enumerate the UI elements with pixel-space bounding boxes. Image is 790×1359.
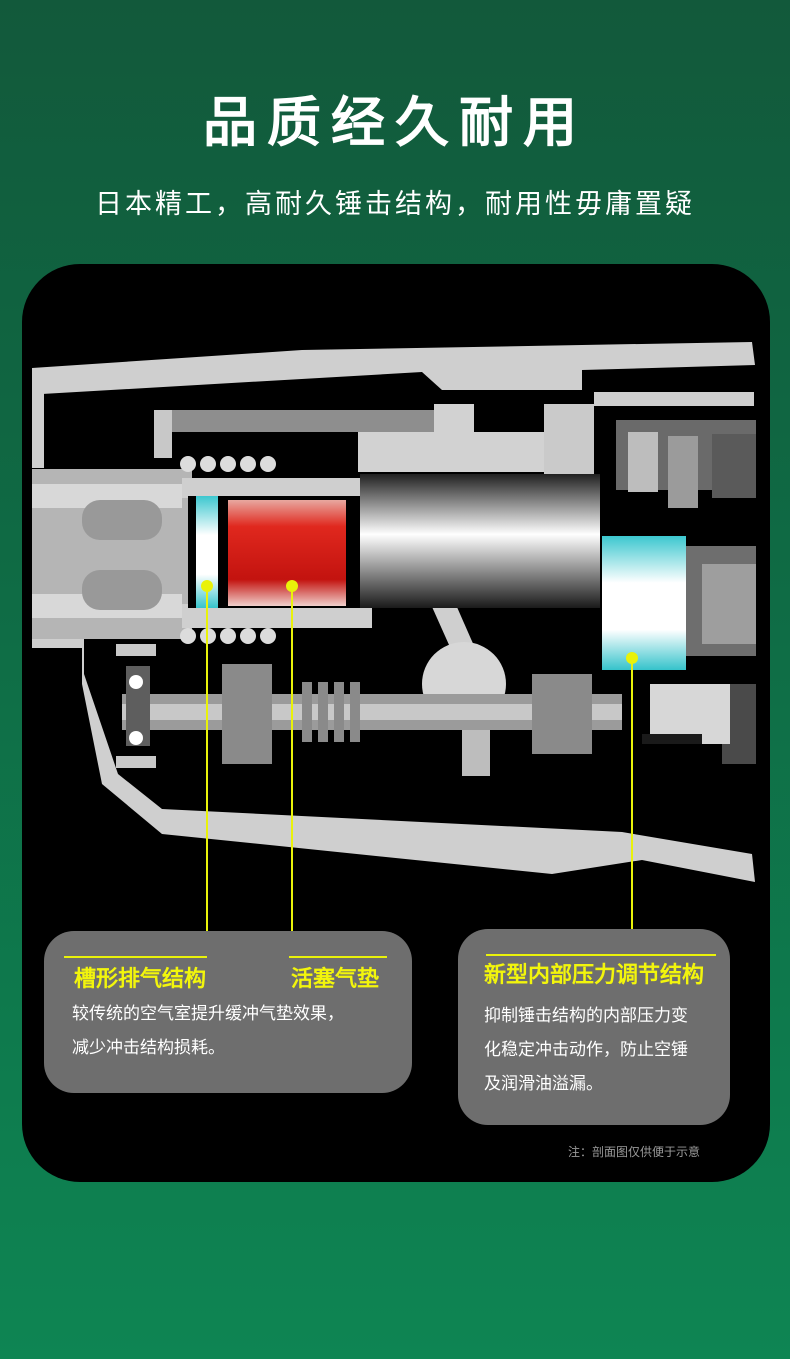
callout-right-line1: 抑制锤击结构的内部压力变	[484, 1006, 688, 1026]
callout-left-line1: 较传统的空气室提升缓冲气垫效果，	[72, 1004, 344, 1024]
callout-right-line3: 及润滑油溢漏。	[484, 1074, 603, 1094]
callout-slot-exhaust-piston-cushion: 槽形排气结构 活塞气垫 较传统的空气室提升缓冲气垫效果， 减少冲击结构损耗。	[44, 931, 412, 1093]
cross-section-panel: 槽形排气结构 活塞气垫 较传统的空气室提升缓冲气垫效果， 减少冲击结构损耗。 新…	[22, 264, 770, 1182]
callout-left-line2: 减少冲击结构损耗。	[72, 1038, 225, 1058]
hammer-cross-section-diagram	[32, 342, 756, 882]
page-title: 品质经久耐用	[203, 91, 587, 154]
pressure-regulation-label: 新型内部压力调节结构	[484, 963, 705, 988]
callout-right-line2: 化稳定冲击动作，防止空锤	[484, 1040, 688, 1060]
slot-exhaust-label: 槽形排气结构	[74, 967, 207, 992]
piston-cushion-label: 活塞气垫	[291, 967, 380, 992]
label-underline	[486, 954, 716, 956]
label-underline	[289, 956, 387, 958]
callout-pointer-lines	[201, 580, 638, 957]
label-underline	[64, 956, 207, 958]
diagram-note: 注：剖面图仅供便于示意	[567, 1145, 700, 1159]
page-subtitle: 日本精工，高耐久锤击结构，耐用性毋庸置疑	[95, 189, 695, 220]
callout-pressure-regulation: 新型内部压力调节结构 抑制锤击结构的内部压力变 化稳定冲击动作，防止空锤 及润滑…	[458, 929, 730, 1125]
